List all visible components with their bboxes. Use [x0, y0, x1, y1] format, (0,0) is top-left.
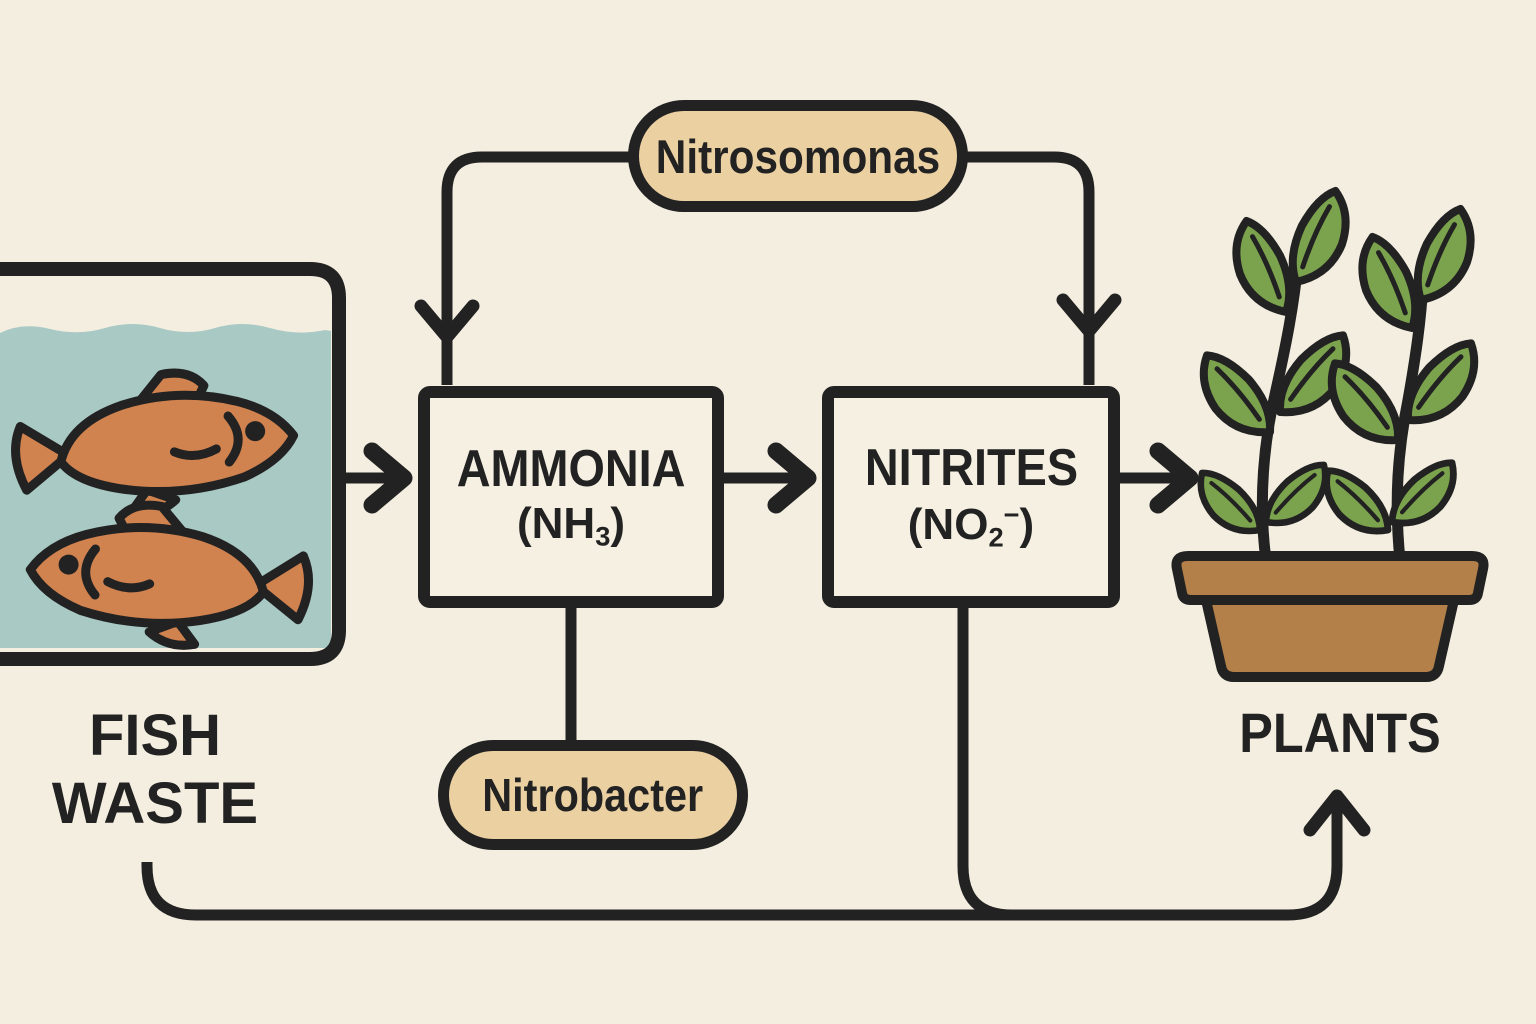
ammonia-formula: (NH3): [516, 499, 626, 553]
arrow-right-icon: [767, 442, 817, 514]
line-nitrites-to-bottom: [957, 604, 1013, 921]
fish-icon: [25, 500, 313, 650]
pot-rim: [1171, 551, 1489, 605]
arrow-right-icon: [363, 442, 413, 514]
arrow-down-icon: [414, 299, 480, 344]
arrow-down-icon: [1056, 293, 1122, 338]
nitrosomonas-label: Nitrosomonas: [655, 129, 941, 183]
arrow-up-icon: [1303, 789, 1371, 837]
ammonia-node: AMMONIA (NH3): [418, 386, 724, 608]
fish-waste-line2: WASTE: [51, 771, 259, 837]
ammonia-title: AMMONIA: [456, 439, 686, 498]
arrow-right-icon: [1149, 442, 1199, 514]
line-fishwaste-to-plants: [141, 804, 1343, 921]
nitrosomonas-pill: Nitrosomonas: [628, 100, 968, 212]
tank-outline: [0, 262, 346, 666]
nitrites-formula: (NO2−): [907, 498, 1035, 553]
line-nitrosomonas-to-ammonia: [441, 151, 640, 385]
fish-tank-icon: [0, 262, 346, 666]
fish-waste-line1: FISH: [88, 703, 222, 768]
plants-label: PLANTS: [1239, 701, 1441, 764]
plants-caption: PLANTS: [1190, 700, 1490, 766]
connector-lines: [141, 151, 1371, 921]
nitrobacter-pill: Nitrobacter: [438, 740, 748, 850]
nitrobacter-label: Nitrobacter: [482, 769, 704, 821]
plant-stem: [1256, 256, 1304, 566]
plant-pot-icon: [1171, 187, 1494, 682]
nitrites-node: NITRITES (NO2−): [822, 386, 1120, 608]
pot-body: [1201, 595, 1459, 682]
nitrites-title: NITRITES: [864, 439, 1078, 498]
fish-waste-caption: FISH WASTE: [10, 702, 300, 839]
line-nitrosomonas-to-nitrites: [956, 151, 1095, 385]
